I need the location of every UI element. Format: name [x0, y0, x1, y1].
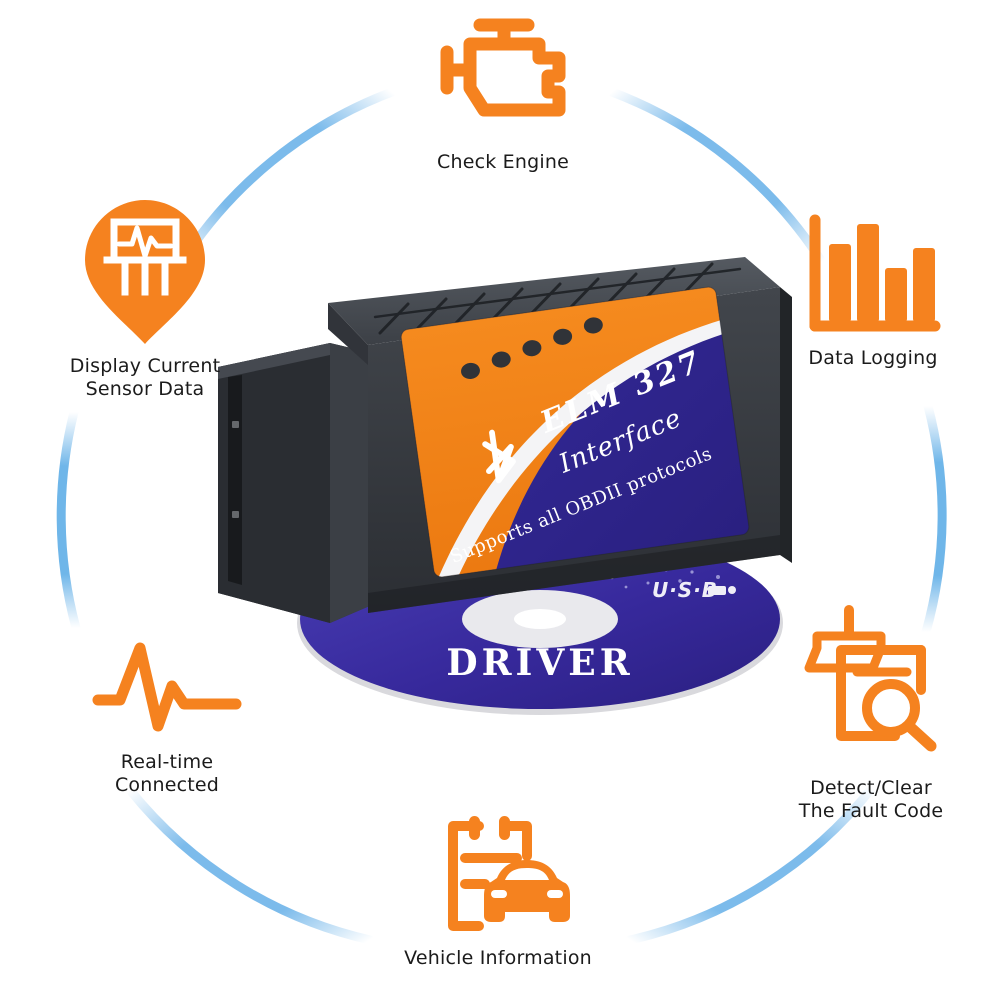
- document-magnifier-brush-icon: [797, 602, 945, 770]
- feature-display-sensor[interactable]: Display Current Sensor Data: [40, 196, 250, 401]
- feature-realtime-connected[interactable]: Real-time Connected: [72, 638, 262, 797]
- product-photo: DRIVER U·S·B: [180, 225, 820, 745]
- usb-badge: U·S·B: [652, 578, 736, 602]
- led-indicators: [461, 317, 603, 379]
- bar-chart-icon: [803, 212, 943, 340]
- feature-label: Check Engine: [436, 151, 569, 173]
- feature-detect-clear[interactable]: Detect/Clear The Fault Code: [776, 602, 966, 823]
- bluetooth-icon: [482, 429, 516, 484]
- svg-text:U·S·B: U·S·B: [652, 578, 718, 602]
- product-label: ELM 327 Interface Supports all OBDII pro…: [400, 286, 750, 578]
- disc-title: DRIVER: [446, 642, 633, 684]
- feature-label: Display Current Sensor Data: [69, 355, 221, 401]
- feature-label: Data Logging: [808, 347, 938, 369]
- check-engine-icon: [418, 14, 588, 144]
- clipboard-car-icon: [423, 812, 573, 940]
- feature-vehicle-information[interactable]: Vehicle Information: [388, 812, 608, 970]
- pulse-waveform-icon: [92, 638, 242, 744]
- map-pin-sensor-chart-icon: [81, 196, 209, 348]
- feature-data-logging[interactable]: Data Logging: [778, 212, 968, 370]
- feature-label: Vehicle Information: [404, 947, 592, 969]
- feature-label: Real-time Connected: [114, 751, 220, 797]
- feature-check-engine[interactable]: Check Engine: [378, 14, 628, 174]
- obd2-connector: [218, 343, 372, 623]
- feature-label: Detect/Clear The Fault Code: [798, 777, 944, 823]
- vent-slots: [373, 262, 742, 335]
